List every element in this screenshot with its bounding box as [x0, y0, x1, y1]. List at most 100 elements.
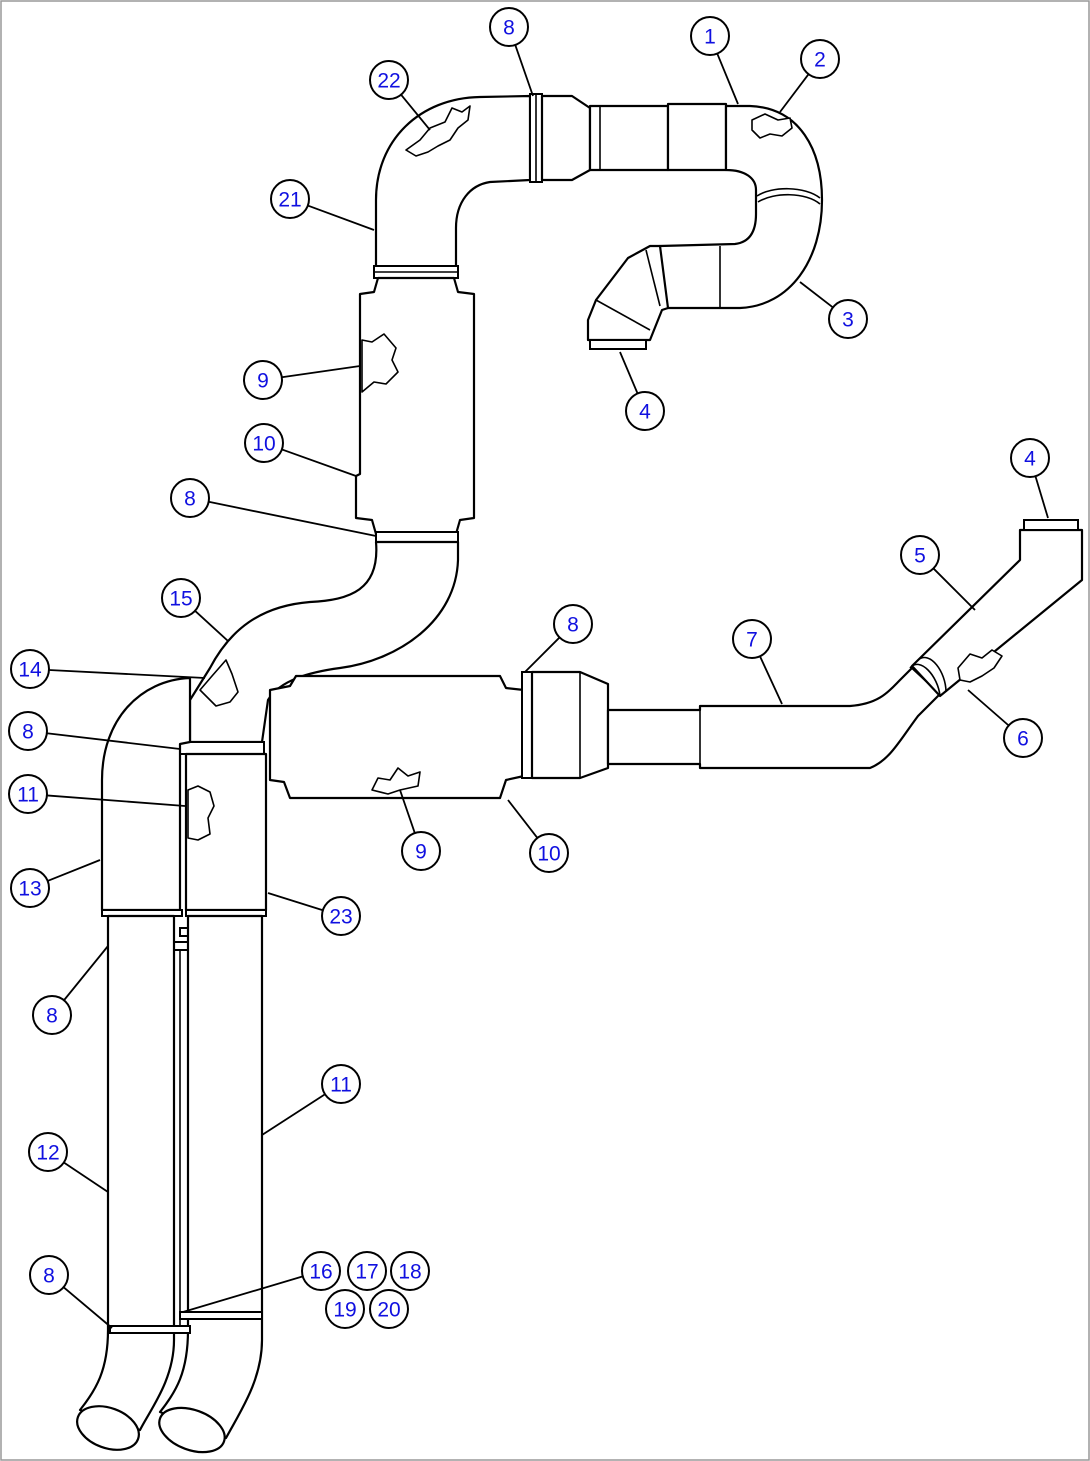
callout-leader	[967, 689, 1010, 727]
callout-circle	[10, 649, 50, 689]
callout-circle	[321, 1064, 361, 1104]
callout-label: 13	[18, 878, 41, 901]
stack-12	[78, 914, 176, 1432]
callout-leader	[716, 53, 739, 105]
callout-label: 1	[704, 26, 716, 49]
outlet-elbow-4a	[586, 244, 670, 342]
callout-4: 4	[1010, 438, 1050, 519]
callout-circle	[828, 299, 868, 339]
callout-label: 6	[1017, 728, 1029, 751]
callout-circle	[29, 1255, 69, 1295]
elbow-13	[100, 676, 192, 912]
callout-circle	[390, 1251, 430, 1291]
callout-label: 10	[252, 433, 275, 456]
callout-leader	[208, 500, 377, 537]
reducer-7	[530, 670, 610, 780]
callout-label: 19	[333, 1299, 356, 1322]
callout-label: 12	[36, 1142, 59, 1165]
callout-circle	[8, 774, 48, 814]
callout-label: 3	[842, 309, 854, 332]
callout-leader	[759, 655, 783, 705]
callout-9: 9	[399, 789, 441, 871]
callout-14: 14	[10, 649, 206, 689]
callout-circle	[270, 179, 310, 219]
callout-4: 4	[619, 351, 665, 431]
callout-2: 2	[779, 39, 840, 113]
callout-circle	[8, 711, 48, 751]
callout-circle	[489, 7, 529, 47]
callout-leader	[194, 610, 229, 642]
callout-9: 9	[243, 360, 361, 400]
callout-label: 2	[814, 49, 826, 72]
callout-circle	[10, 868, 50, 908]
callout-circle	[325, 1289, 365, 1329]
callout-circle	[529, 833, 569, 873]
callout-leader	[46, 732, 181, 750]
callout-8: 8	[8, 711, 181, 751]
callout-label: 15	[169, 588, 192, 611]
callout-label: 17	[355, 1261, 378, 1284]
coupler-8-right	[521, 671, 533, 779]
callout-10: 10	[507, 799, 569, 873]
stack-11	[158, 914, 264, 1440]
callout-label: 16	[309, 1261, 332, 1284]
callout-label: 10	[537, 843, 560, 866]
callout-leader	[48, 669, 206, 679]
callout-10: 10	[244, 423, 357, 477]
callout-21: 21	[270, 179, 375, 231]
reducer-1	[540, 94, 592, 182]
callout-22: 22	[369, 60, 431, 131]
callout-circle	[244, 423, 284, 463]
callout-8: 8	[29, 1255, 113, 1329]
callout-circle	[625, 391, 665, 431]
callout-circle	[32, 995, 72, 1035]
callout-label: 5	[914, 545, 926, 568]
callout-leader	[507, 799, 539, 839]
callout-circle	[243, 360, 283, 400]
callout-5: 5	[900, 535, 976, 611]
callout-leader	[932, 567, 976, 611]
callout-circle	[347, 1251, 387, 1291]
callout-label: 21	[278, 189, 301, 212]
callout-label: 11	[330, 1074, 352, 1097]
callout-11: 11	[261, 1064, 361, 1136]
callout-circle	[321, 896, 361, 936]
coupler-8-mid	[375, 531, 459, 543]
callout-label: 8	[503, 17, 515, 40]
callout-label: 8	[46, 1005, 58, 1028]
callout-label: 7	[746, 629, 758, 652]
callout-8: 8	[32, 945, 109, 1035]
callout-leader	[619, 351, 639, 394]
pipe-artwork	[76, 93, 1084, 1454]
callout-circle	[28, 1132, 68, 1172]
callout-circle	[690, 16, 730, 56]
callout-circle	[553, 604, 593, 644]
s-bend-15	[188, 540, 460, 744]
callout-8: 8	[170, 478, 377, 537]
callout-8: 8	[489, 7, 534, 97]
pipe-segment-1a	[588, 104, 670, 172]
callout-17: 17	[347, 1251, 387, 1291]
stack-11-outlet	[158, 1406, 226, 1454]
callout-label: 8	[567, 614, 579, 637]
callout-circle	[1010, 438, 1050, 478]
callout-1: 1	[690, 16, 739, 105]
callout-leader	[182, 1275, 304, 1313]
callout-circle	[401, 831, 441, 871]
clamp-16-bottom	[179, 1311, 263, 1320]
callout-11: 11	[8, 774, 186, 814]
callout-circle	[369, 1289, 409, 1329]
callout-label: 8	[184, 488, 196, 511]
callout-circle	[301, 1251, 341, 1291]
callout-16: 16	[182, 1251, 341, 1313]
callout-20: 20	[369, 1289, 409, 1329]
callout-leader	[47, 859, 101, 882]
callout-13: 13	[10, 859, 101, 908]
callout-label: 11	[17, 784, 39, 807]
callout-label: 9	[257, 370, 269, 393]
callout-label: 14	[18, 659, 42, 682]
callout-leader	[779, 73, 810, 113]
